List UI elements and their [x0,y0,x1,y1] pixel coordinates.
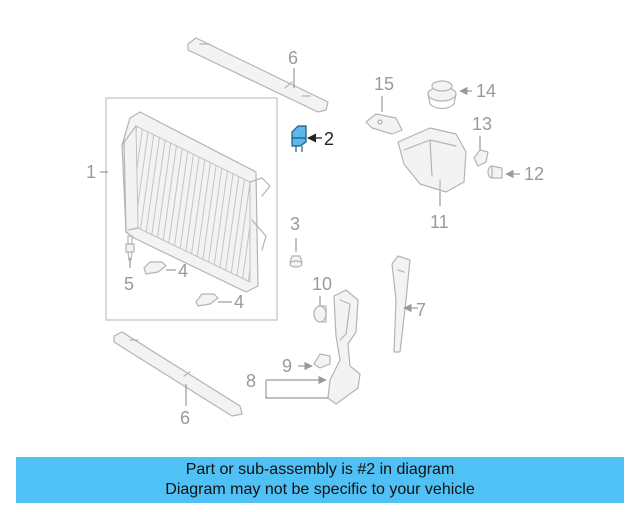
upper-support-bar [187,37,329,113]
label-8: 8 [246,371,256,391]
coolant-reservoir [397,127,467,193]
label-4-lower: 4 [234,292,244,312]
bracket-4-upper [143,261,167,275]
radiator-frame [105,97,278,321]
label-1: 1 [86,162,96,182]
label-4-upper: 4 [178,261,188,281]
air-duct-8 [327,289,361,405]
label-5: 5 [124,274,134,294]
sensor-13 [473,149,489,167]
fitting-12 [487,165,503,179]
clip-9 [313,353,331,369]
label-6-top: 6 [288,48,298,68]
label-7: 7 [416,300,426,320]
info-banner: Part or sub-assembly is #2 in diagram Di… [16,457,624,503]
label-11: 11 [430,212,449,232]
label-10: 10 [312,274,332,294]
parts-diagram: 6 1 5 4 4 2 3 11 [86,37,544,428]
label-13: 13 [472,114,492,134]
bolt-5 [125,235,135,261]
lower-support-bar [113,331,243,417]
label-2: 2 [324,129,334,149]
label-6-bottom: 6 [180,408,190,428]
label-14: 14 [476,81,496,101]
part-2-highlighted [291,125,307,152]
banner-line-1: Part or sub-assembly is #2 in diagram [185,461,455,478]
seal-7 [391,255,411,353]
banner-line-2: Diagram may not be specific to your vehi… [165,481,475,498]
part-3 [289,255,303,268]
radiator [121,111,271,293]
bracket-4-lower [195,293,219,307]
label-3: 3 [290,214,300,234]
label-9: 9 [282,356,292,376]
bracket-15 [365,113,403,135]
reservoir-cap [427,80,457,110]
label-12: 12 [524,164,544,184]
label-15: 15 [374,74,394,94]
part-10 [313,305,327,323]
